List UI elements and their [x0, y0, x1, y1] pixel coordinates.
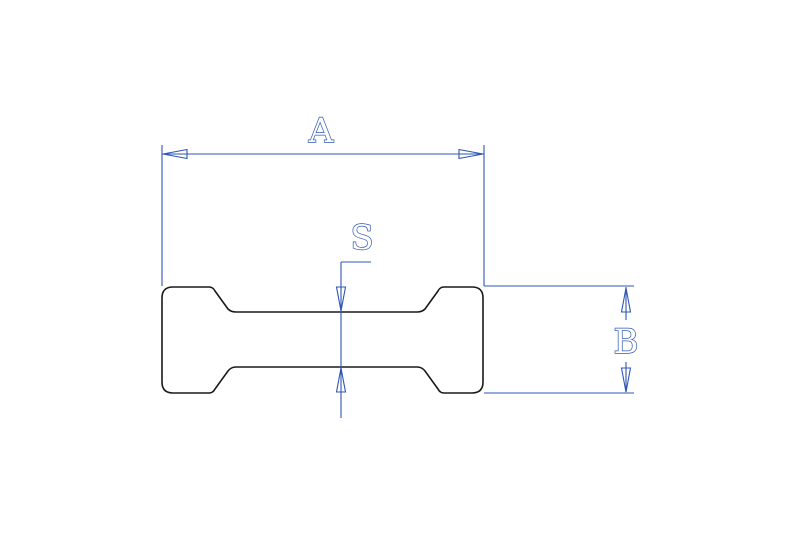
profile-outline — [161, 286, 484, 394]
label-s: S — [350, 218, 373, 258]
dimension-b: B — [484, 285, 639, 394]
dimension-a: A — [161, 110, 485, 286]
label-b: B — [614, 322, 639, 362]
arrowhead-bottom — [335, 367, 347, 393]
dimension-s: S — [335, 217, 374, 418]
arrowhead-left — [162, 148, 188, 160]
label-a: A — [308, 111, 334, 151]
arrowhead-top — [335, 286, 347, 312]
arrowhead-up — [620, 287, 632, 313]
arrowhead-right — [458, 148, 484, 160]
arrowhead-down — [620, 367, 632, 393]
